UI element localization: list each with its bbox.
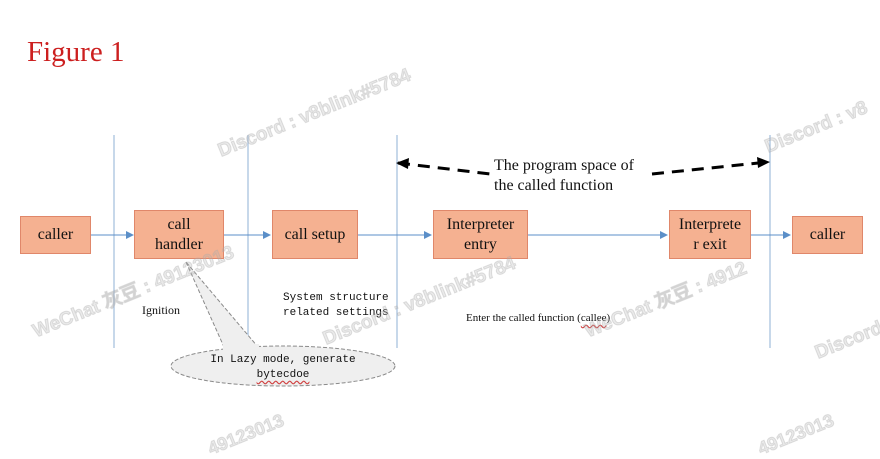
box-caller-right: caller	[792, 216, 863, 254]
box-call-setup-label: call setup	[284, 225, 346, 243]
box-caller-left: caller	[20, 216, 91, 254]
box-interpreter-entry-line1: Interpreter	[446, 215, 515, 233]
box-interpreter-exit: Interprete r exit	[669, 210, 751, 259]
callout-text: In Lazy mode, generate bytecdoe	[183, 353, 383, 383]
diagram-canvas	[91, 135, 791, 387]
callee-word: callee	[580, 312, 607, 324]
enter-called-function-label: Enter the called function (callee)	[466, 312, 611, 324]
program-space-dashed-arrow	[397, 160, 769, 176]
box-caller-left-label: caller	[37, 226, 74, 243]
box-interpreter-exit-line1: Interprete	[678, 215, 742, 233]
box-call-handler: call handler	[134, 210, 224, 259]
program-space-arrowhead-right	[757, 157, 770, 168]
box-call-setup: call setup	[272, 210, 358, 259]
box-interpreter-exit-line2: r exit	[693, 235, 727, 253]
system-structure-label: System structure related settings	[283, 291, 389, 321]
figure-title: Figure 1	[27, 36, 125, 68]
program-space-arrowhead-left	[396, 158, 409, 169]
program-space-line1: The program space of	[494, 157, 634, 174]
system-structure-line2: related settings	[283, 307, 389, 319]
callout-line1: In Lazy mode, generate	[210, 354, 356, 366]
ignition-label: Ignition	[142, 303, 180, 317]
box-interpreter-entry: Interpreter entry	[433, 210, 528, 259]
box-call-handler-line2: handler	[155, 235, 203, 253]
callout-bubble	[170, 345, 396, 387]
box-caller-right-label: caller	[809, 226, 846, 243]
system-structure-line1: System structure	[283, 292, 389, 304]
callout-line2: bytecdoe	[256, 369, 310, 381]
program-space-label: The program space of the called function	[494, 156, 634, 196]
program-space-line2: the called function	[494, 177, 614, 194]
box-call-handler-line1: call	[167, 215, 191, 233]
box-interpreter-entry-line2: entry	[464, 235, 497, 253]
